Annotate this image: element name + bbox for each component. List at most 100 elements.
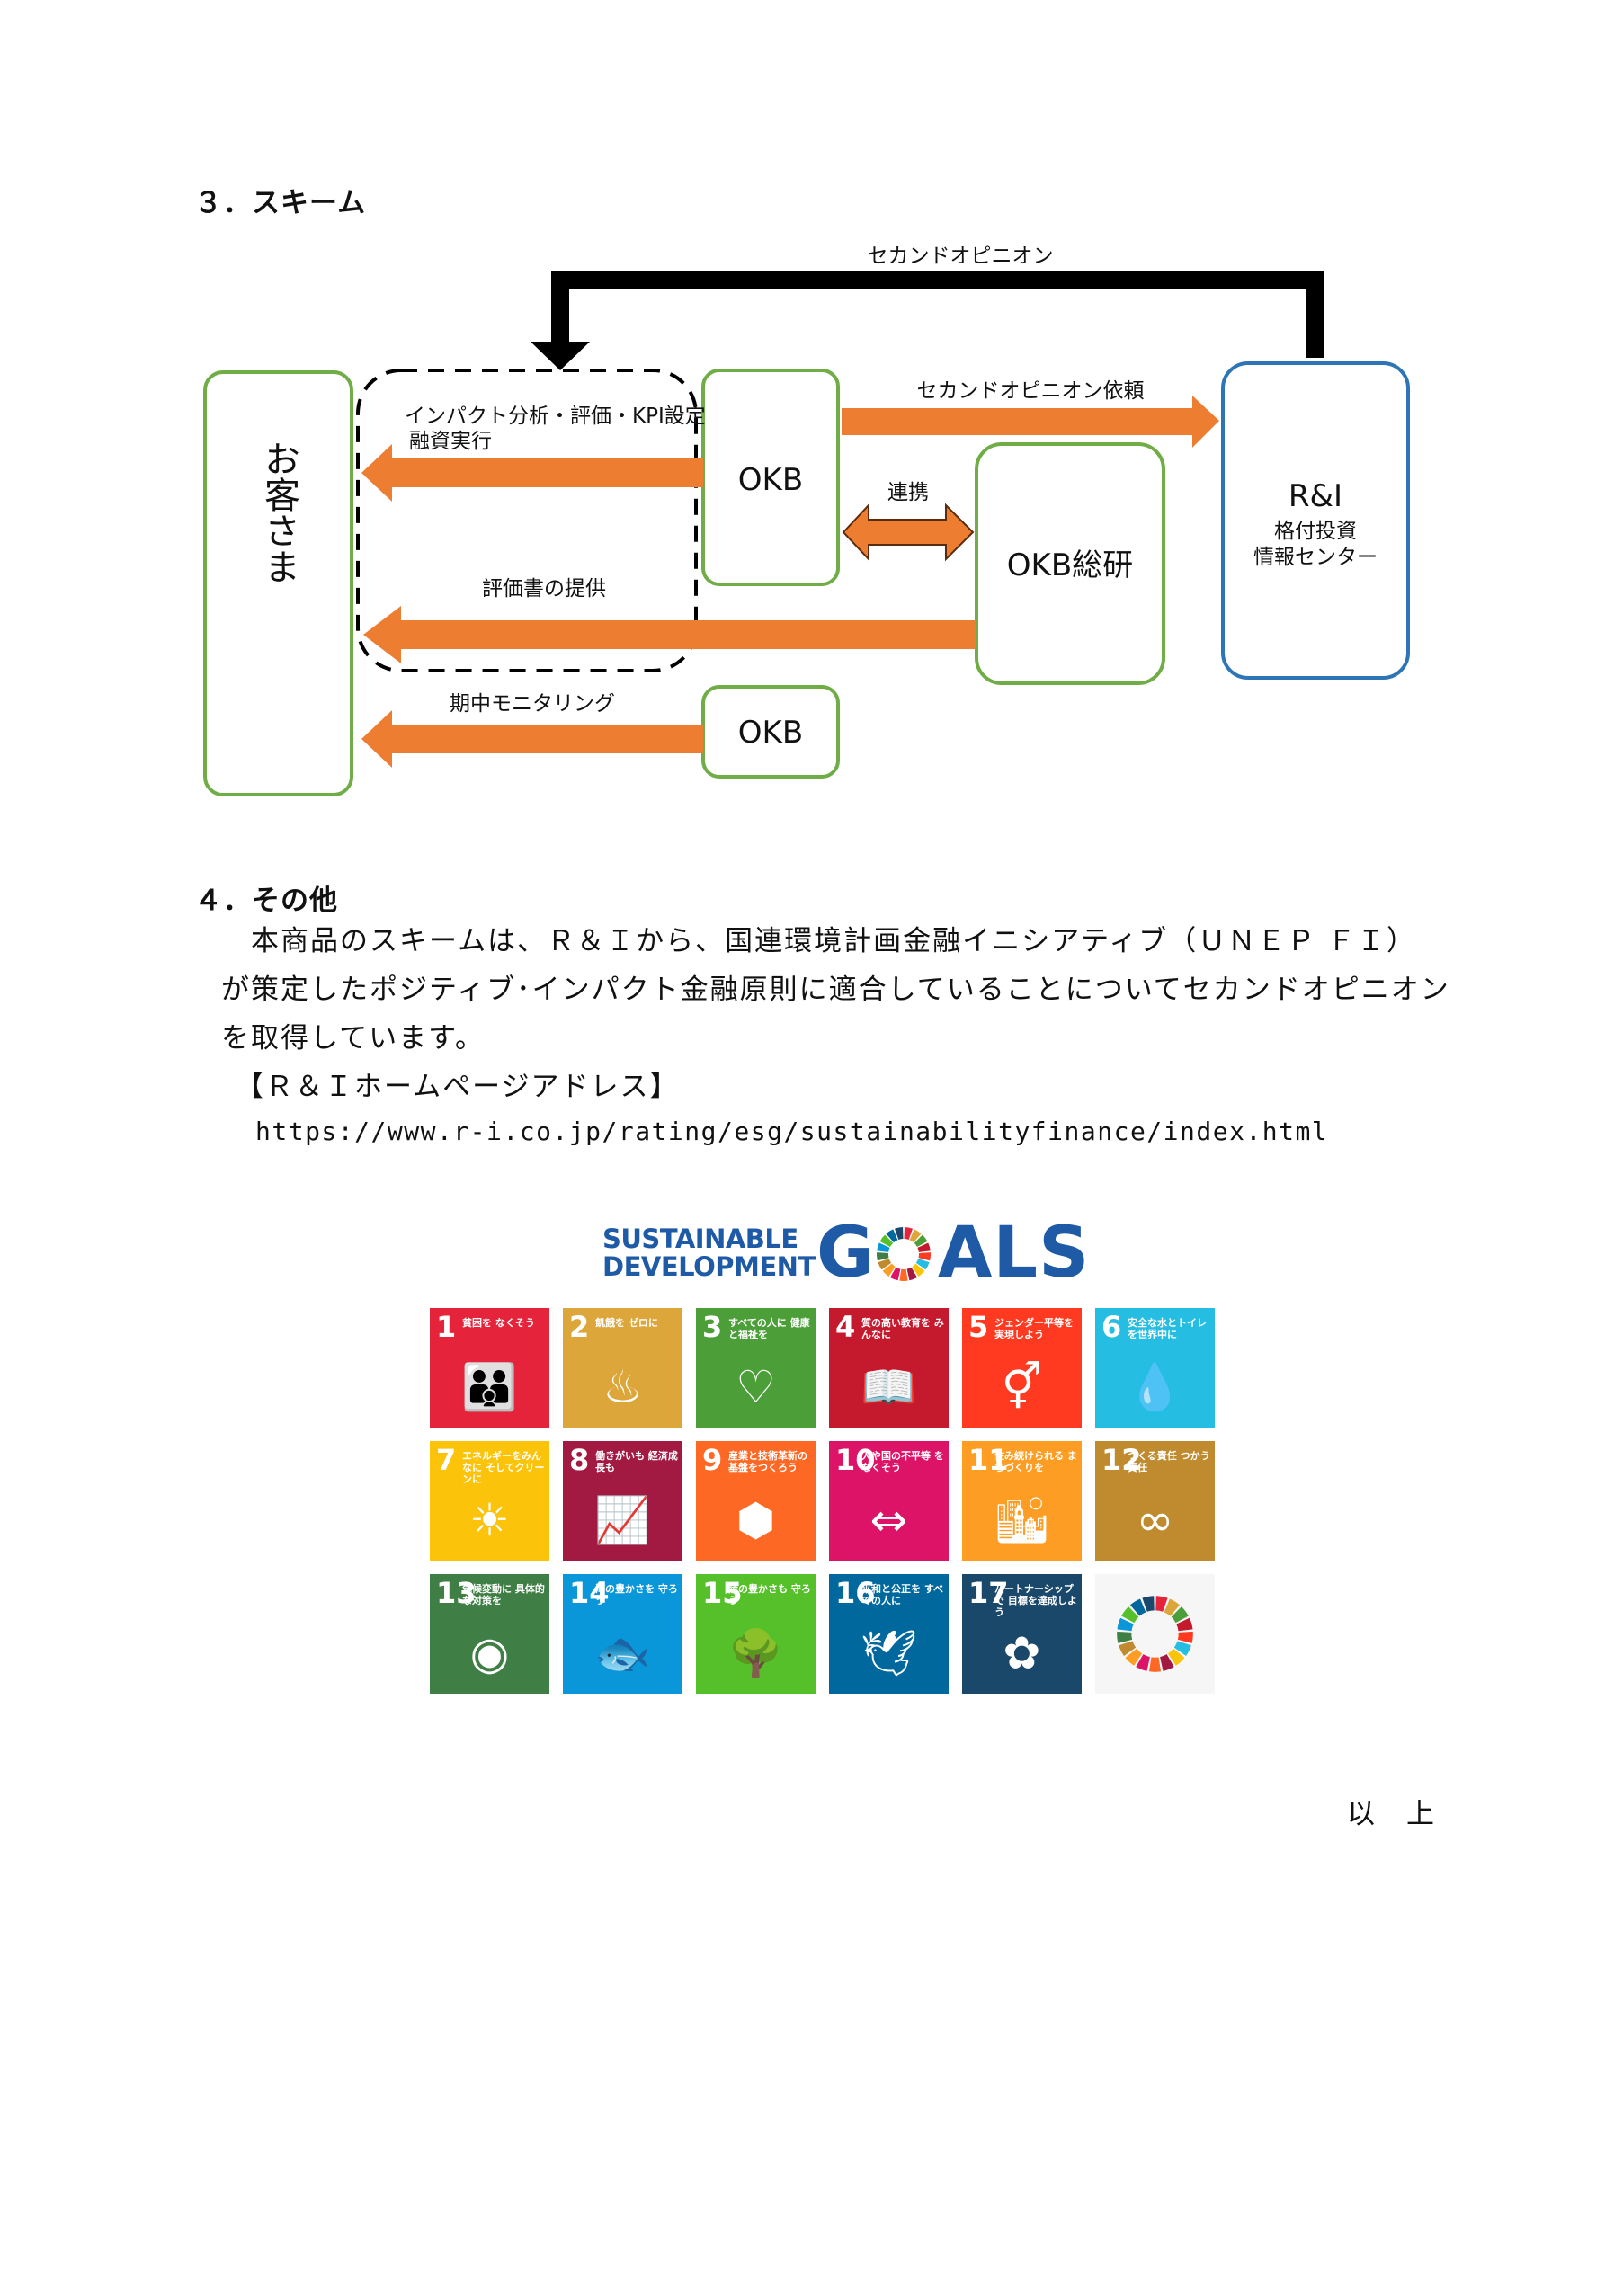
sdg-goal-label: 気候変動に 具体的な対策を: [462, 1583, 545, 1606]
water-icon: 💧: [1127, 1361, 1183, 1413]
ri-box: [1221, 361, 1410, 680]
ri-name: R&I: [1289, 478, 1342, 514]
sdg-wheel-segment: [1160, 1654, 1174, 1671]
customer-box: [203, 370, 353, 796]
report-label: 評価書の提供: [482, 577, 606, 601]
impact-label-line2: 融資実行: [409, 430, 492, 453]
sdg-wheel-tile: [1095, 1574, 1215, 1694]
sdg-wheel-segment: [1176, 1617, 1193, 1632]
sdg-wheel-segment: [882, 1263, 896, 1277]
sdgs-wheel-icon: [877, 1227, 931, 1281]
okb-bottom-label: OKB: [738, 715, 803, 751]
okb-soken-label: OKB総研: [1007, 547, 1133, 583]
customer-label: お客さま: [258, 441, 299, 584]
second-opinion-arrowhead: [531, 342, 590, 370]
renkei-label: 連携: [887, 481, 929, 504]
second-opinion-request-label: セカンドオピニオン依頼: [917, 379, 1145, 403]
sdg-wheel-segment: [1136, 1654, 1150, 1671]
flower-rings-icon: ✿: [1003, 1627, 1041, 1679]
ri-line1: 格付投資: [1274, 520, 1357, 543]
sdg-goal-number: 13: [436, 1576, 477, 1610]
sdgs-goals-g: G: [816, 1213, 876, 1294]
sdg-goal-number: 16: [835, 1576, 876, 1610]
sdgs-title-line2: DEVELOPMENT: [602, 1251, 816, 1282]
gender-icon: ⚥: [1001, 1361, 1043, 1413]
sdg-wheel-segment: [918, 1252, 931, 1261]
sdg-wheel-segment: [877, 1242, 890, 1252]
equality-icon: ⇔: [869, 1494, 908, 1546]
sdg-wheel-segment: [1164, 1598, 1181, 1616]
sdg-wheel-segment: [917, 1242, 931, 1252]
sdg-wheel-segment: [915, 1259, 930, 1270]
sdg-goal-label: ジェンダー平等を 実現しよう: [994, 1317, 1074, 1340]
sdg-wheel-segment: [1119, 1641, 1137, 1656]
book-icon: 📖: [861, 1361, 917, 1413]
cubes-icon: ⬢: [736, 1494, 776, 1546]
sdg-goal-label: 平和と公正を すべての人に: [861, 1583, 944, 1606]
scheme-diagram: セカンドオピニオン お客さま OKB OKB総研 R&I 格付投資 情報センター…: [203, 245, 1410, 796]
section-3-heading: ３．スキーム: [194, 187, 367, 219]
sdg-goal-number: 8: [569, 1443, 590, 1477]
sdgs-goals-als: ALS: [938, 1213, 1091, 1294]
paragraph-line-1: 本商品のスキームは、Ｒ＆Ｉから、国連環境計画金融イニシアティブ（ＵＮＥＰ ＦＩ）: [221, 925, 1417, 957]
sdg-wheel-segment: [906, 1267, 918, 1281]
okb-soken-box: [975, 442, 1165, 685]
sdg-wheel-segment: [1142, 1596, 1155, 1612]
ri-homepage-label: 【Ｒ＆Ｉホームページアドレス】: [236, 1071, 680, 1103]
sdg-wheel-segment: [889, 1267, 901, 1281]
renkei-double-arrow: [842, 503, 975, 562]
sdg-goal-number: 5: [968, 1310, 989, 1344]
sdg-wheel-segment: [877, 1252, 889, 1261]
impact-dashed-group: [356, 369, 698, 672]
paragraph-line-3: を取得しています。: [221, 1022, 485, 1055]
sdg-goal-number: 11: [968, 1443, 1009, 1477]
sdg-goal-label: エネルギーをみんなに そしてクリーンに: [462, 1450, 545, 1485]
sdg-goal-label: すべての人に 健康と福祉を: [728, 1317, 810, 1340]
city-icon: 🏙: [993, 1494, 1051, 1546]
sdg-goal-number: 6: [1101, 1310, 1122, 1344]
sdgs-goals-word: G ALS: [816, 1213, 1090, 1294]
sdg-wheel-segment: [895, 1227, 904, 1240]
sdg-wheel-segment: [1177, 1631, 1193, 1643]
sdg-goal-label: 産業と技術革新の 基盤をつくろう: [728, 1450, 807, 1473]
dove-icon: 🕊: [860, 1627, 918, 1679]
ri-homepage-url[interactable]: https://www.r-i.co.jp/rating/esg/sustain…: [255, 1117, 1329, 1146]
sdg-goal-number: 9: [702, 1443, 723, 1477]
sun-icon: ☀: [469, 1494, 510, 1546]
sdg-goal-number: 3: [702, 1310, 723, 1344]
sdg-goal-label: 住み続けられる まちづくりを: [994, 1450, 1077, 1473]
sdg-wheel-segment: [1121, 1606, 1139, 1624]
monitoring-arrow: [361, 710, 703, 768]
sdgs-title: SUSTAINABLE DEVELOPMENT: [602, 1225, 816, 1281]
sdg-wheel-segment: [1171, 1606, 1189, 1624]
monitoring-label: 期中モニタリング: [450, 692, 615, 716]
sdg-goal-number: 4: [835, 1310, 856, 1344]
sdg-goal-label: 働きがいも 経済成長も: [595, 1450, 678, 1473]
sdg-wheel-segment: [899, 1268, 908, 1281]
sdg-goal-number: 12: [1101, 1443, 1142, 1477]
sdg-goal-number: 7: [436, 1443, 457, 1477]
sdg-wheel-segment: [878, 1259, 892, 1270]
infinity-icon: ∞: [1136, 1494, 1174, 1546]
sdg-goal-label: 人や国の不平等 をなくそう: [861, 1450, 944, 1473]
tree-icon: 🌳: [727, 1627, 784, 1679]
sdgs-logo: SUSTAINABLE DEVELOPMENT G ALS: [430, 1213, 1217, 1295]
sdg-goal-label: 貧困を なくそう: [462, 1317, 535, 1329]
people-icon: 👪: [461, 1361, 518, 1413]
sdg-goal-label: パートナーシップで 目標を達成しよう: [994, 1583, 1077, 1618]
